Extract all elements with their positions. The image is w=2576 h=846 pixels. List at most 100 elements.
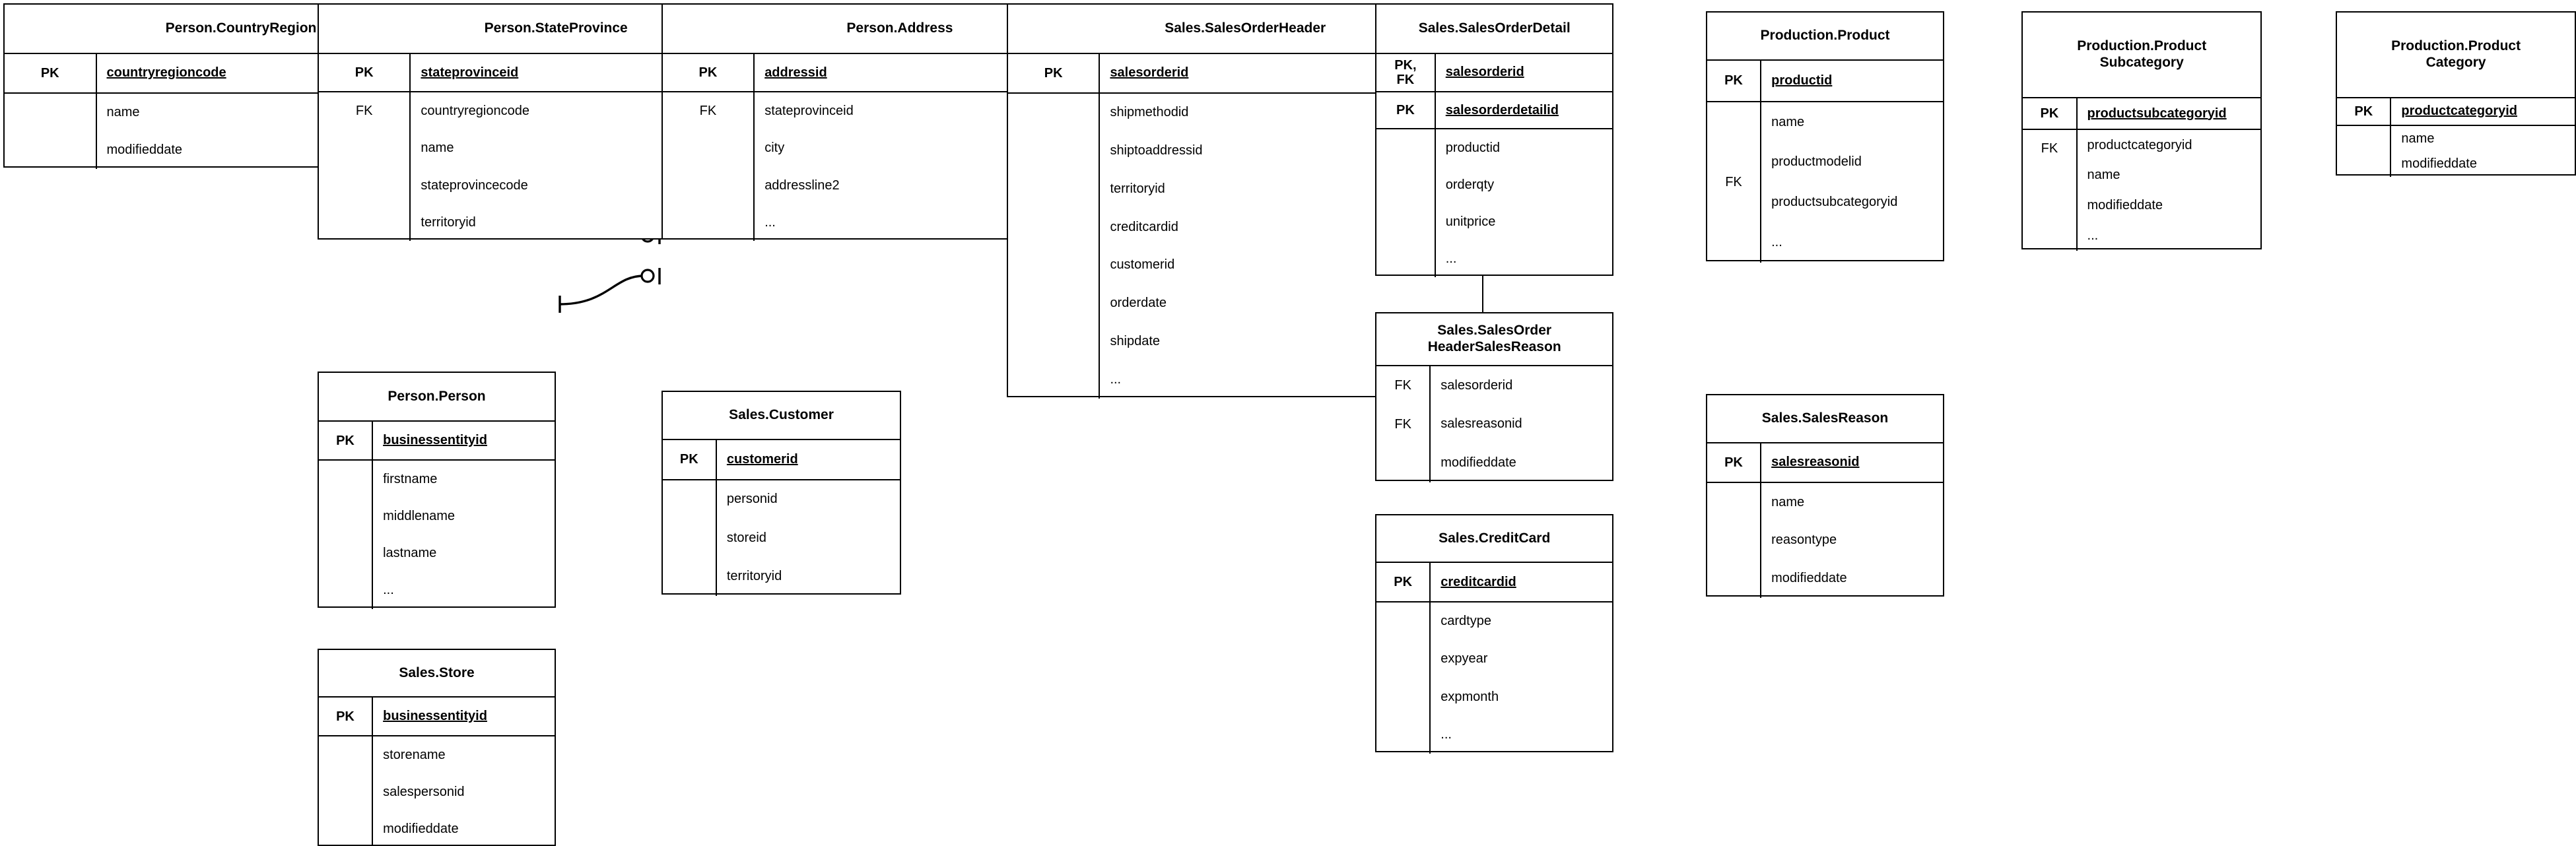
key-label: PK	[663, 53, 755, 92]
primary-key-attribute: businessentityid	[383, 709, 487, 724]
primary-key-attribute: salesorderdetailid	[1445, 102, 1559, 117]
attribute-name: name	[421, 141, 454, 156]
key-label	[5, 93, 97, 169]
attribute-name: shipmethodid	[1110, 105, 1189, 120]
attribute-name: shipdate	[1110, 334, 1161, 349]
attribute-name: productid	[1445, 140, 1501, 155]
key-label: PK	[1376, 563, 1431, 602]
key-label	[1008, 93, 1101, 399]
primary-key-attribute: addressid	[764, 65, 827, 80]
key-section: PK customerid	[663, 439, 900, 479]
key-label	[319, 736, 374, 846]
attribute-name: ...	[1445, 251, 1457, 266]
key-label: PK	[319, 422, 374, 459]
attribute-list: creditcardid	[1431, 563, 1612, 601]
attribute-name: ...	[383, 583, 394, 598]
attribute-name: ...	[2087, 228, 2099, 243]
key-section: PK creditcardid	[1376, 563, 1612, 602]
attribute-list: businessentityid	[373, 698, 555, 735]
entity-title: Sales.CreditCard	[1376, 515, 1613, 564]
key-label: PK	[1707, 443, 1762, 482]
key-label: FK	[319, 92, 411, 242]
attribute-name: modifieddate	[1771, 571, 1847, 586]
key-label: FK	[2023, 130, 2078, 251]
attribute-list: salesreasonid	[1431, 416, 1612, 432]
attribute-list: stateprovinceid	[411, 54, 793, 92]
key-section: PK businessentityid	[319, 422, 555, 459]
attribute-name: modifieddate	[106, 142, 183, 157]
attribute-name: customerid	[1110, 257, 1175, 273]
key-label	[663, 480, 717, 597]
attribute-name: productmodelid	[1771, 154, 1862, 170]
key-label: PK, FK	[1376, 53, 1436, 92]
key-label: PK	[2337, 98, 2392, 125]
attribute-list: productsubcategoryid	[2078, 98, 2261, 129]
attribute-name: territoryid	[421, 214, 476, 230]
attribute-name: name	[2087, 168, 2120, 183]
primary-key-attribute: salesreasonid	[1771, 455, 1860, 470]
entity-title: Person.StateProvince	[318, 5, 794, 54]
key-label	[1376, 443, 1431, 483]
attribute-list: addressid	[755, 54, 1137, 92]
attribute-name: city	[764, 141, 785, 156]
attribute-list: customerid	[717, 440, 900, 479]
entity-title: Production.Product	[1707, 13, 1944, 61]
rel-store-customer	[559, 268, 661, 313]
attribute-name: name	[1771, 114, 1805, 129]
attribute-name: expmonth	[1441, 689, 1499, 704]
attribute-list: name modifieddate	[97, 94, 478, 169]
attribute-name: ...	[764, 214, 776, 230]
key-label: FK	[1707, 102, 1762, 263]
attribute-name: firstname	[383, 471, 438, 486]
attribute-name: productsubcategoryid	[1771, 195, 1898, 210]
entity-title: Sales.Store	[318, 650, 555, 698]
attribute-list: salesorderid	[1431, 378, 1612, 393]
primary-key-attribute: productcategoryid	[2401, 104, 2517, 119]
attribute-name: storeid	[726, 530, 766, 545]
primary-key-attribute: businessentityid	[383, 433, 487, 448]
attribute-name: orderdate	[1110, 296, 1167, 311]
entity-title: Sales.SalesOrderDetail	[1376, 5, 1613, 54]
primary-key-attribute: customerid	[726, 451, 798, 467]
attribute-name: modifieddate	[2401, 156, 2477, 172]
attribute-name: modifieddate	[2087, 198, 2163, 213]
primary-key-attribute: creditcardid	[1441, 574, 1516, 589]
attribute-row: modifieddate	[1376, 443, 1612, 483]
attribute-list: salesorderid	[1436, 54, 1613, 91]
key-label: PK	[663, 439, 717, 479]
attribute-name: stateprovinceid	[764, 104, 854, 119]
primary-key-attribute: stateprovinceid	[421, 65, 519, 80]
attribute-name: modifieddate	[383, 821, 459, 836]
primary-key-attribute: countryregioncode	[106, 65, 226, 81]
key-label: PK	[2023, 98, 2078, 129]
attribute-name: productcategoryid	[2087, 137, 2192, 152]
attribute-name: shiptoaddressid	[1110, 143, 1203, 158]
attribute-list: modifieddate	[1431, 455, 1612, 471]
